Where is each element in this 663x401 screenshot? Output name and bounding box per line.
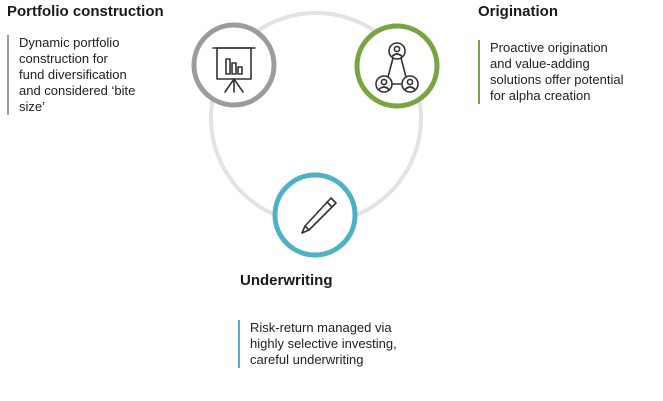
underwriting-heading: Underwriting — [240, 272, 333, 289]
people-network-icon — [375, 42, 419, 93]
underwriting-description: Risk-return managed via highly selective… — [238, 320, 397, 368]
pencil-icon — [301, 197, 337, 234]
portfolio-description: Dynamic portfolio construction for fund … — [7, 35, 135, 115]
portfolio-heading: Portfolio construction — [7, 3, 164, 20]
node-portfolio — [191, 22, 277, 108]
presentation-board-icon — [212, 47, 256, 93]
node-origination-circle — [354, 23, 440, 109]
node-underwriting — [272, 172, 358, 258]
origination-description: Proactive origination and value-adding s… — [478, 40, 623, 104]
node-origination — [354, 23, 440, 109]
node-portfolio-circle — [191, 22, 277, 108]
origination-heading: Origination — [478, 3, 558, 20]
